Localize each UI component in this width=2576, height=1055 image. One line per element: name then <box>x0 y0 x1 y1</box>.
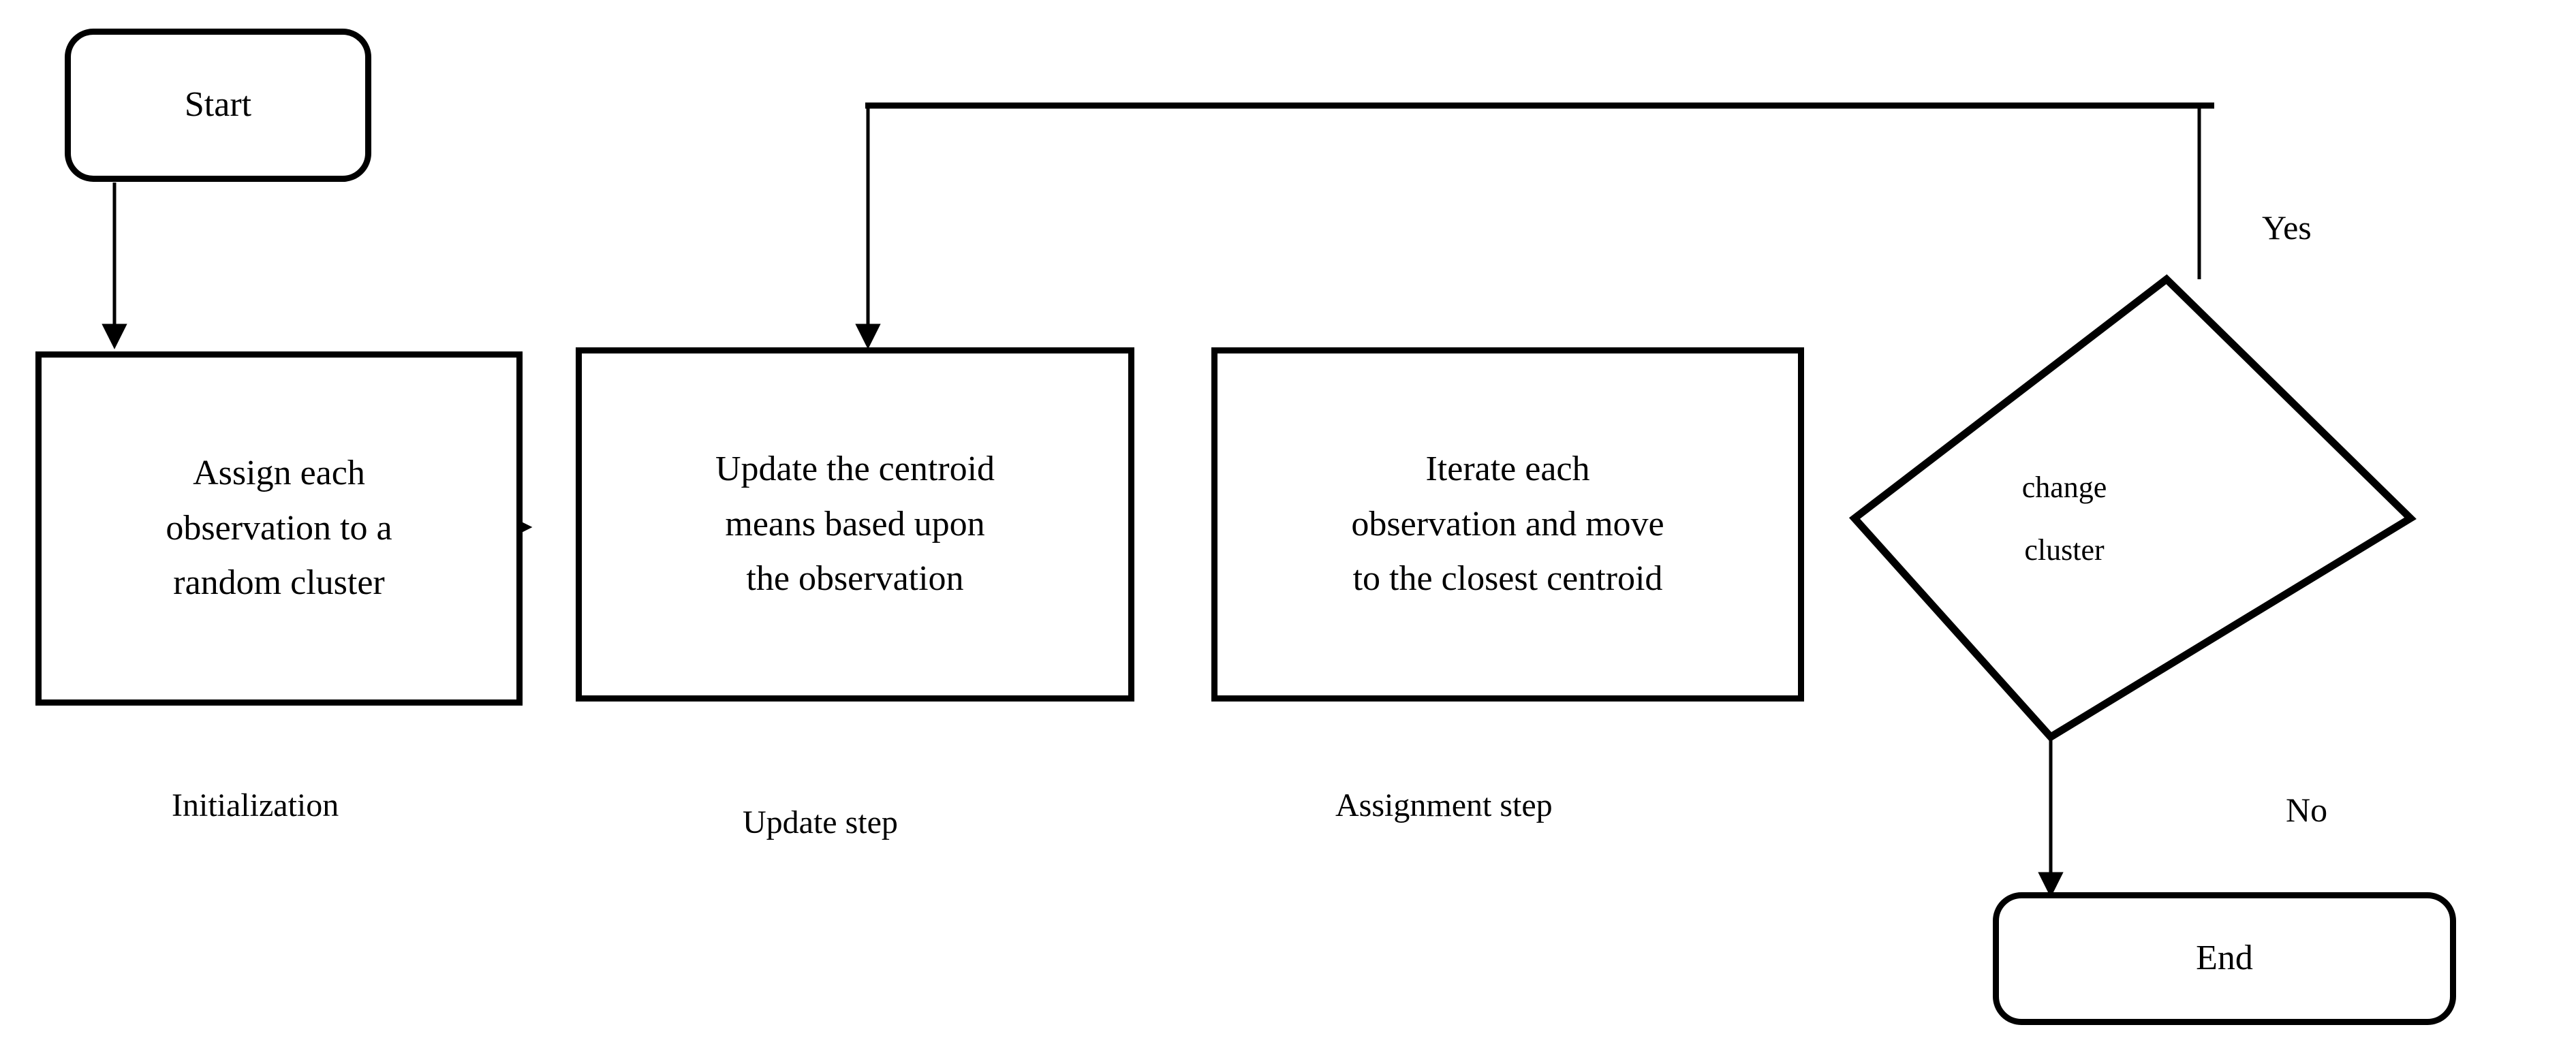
caption-initialization: Initialization <box>172 787 339 823</box>
node-decision-label: change cluster <box>2021 471 2107 567</box>
node-end-label: End <box>2196 939 2253 978</box>
node-end[interactable]: End <box>1993 892 2456 1025</box>
edge-label-yes: Yes <box>2262 208 2312 247</box>
node-start[interactable]: Start <box>65 29 371 182</box>
node-update[interactable]: Update the centroid means based upon the… <box>576 347 1134 702</box>
node-initialization[interactable]: Assign each observation to a random clus… <box>35 351 523 706</box>
edge-decision-yes-loop <box>855 102 2214 349</box>
decision-diamond-shape[interactable] <box>1848 274 2417 742</box>
node-assignment-label: Iterate each observation and move to the… <box>1351 450 1664 599</box>
node-update-label: Update the centroid means based upon the… <box>715 450 995 599</box>
node-assignment[interactable]: Iterate each observation and move to the… <box>1211 347 1804 702</box>
node-start-label: Start <box>184 85 252 125</box>
node-initialization-label: Assign each observation to a random clus… <box>166 454 392 603</box>
caption-assignment: Assignment step <box>1335 787 1553 823</box>
edge-label-no: No <box>2286 791 2328 829</box>
caption-update: Update step <box>743 804 898 840</box>
